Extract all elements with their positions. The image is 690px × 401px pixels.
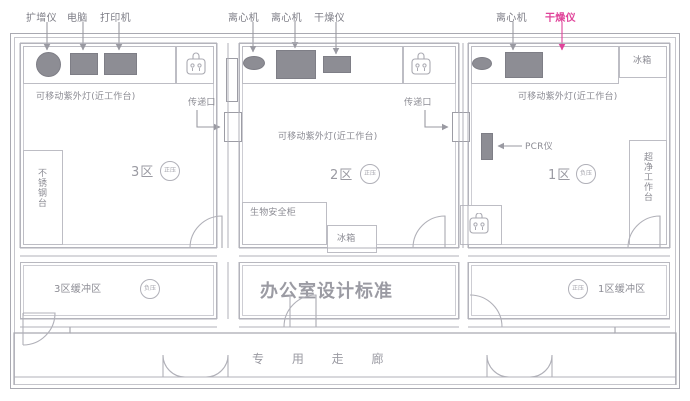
callout-label-printer: 打印机 xyxy=(100,13,131,24)
pressure-badge-zone3: 正压 xyxy=(160,161,180,181)
sink-icon xyxy=(186,52,206,75)
label-clean-bench: 超净工作台 xyxy=(642,152,652,202)
label-bio-safety-cabinet: 生物安全柜 xyxy=(250,208,297,218)
bench-bio-safety-cabinet xyxy=(242,202,327,245)
building-outer-wall-inner xyxy=(14,37,676,385)
pass-through-window-left xyxy=(224,112,242,142)
callout-label-amplifier: 扩增仪 xyxy=(26,13,57,24)
equipment-dryer-1 xyxy=(323,56,351,73)
label-fridge-zone1: 冰箱 xyxy=(633,56,652,66)
equipment-computer xyxy=(70,53,98,75)
room-buffer-zone2-inner xyxy=(242,265,456,316)
sink-icon xyxy=(411,52,431,75)
sink-alcove-zone3 xyxy=(176,46,214,84)
equipment-dryer-2 xyxy=(505,52,543,78)
pressure-badge-zone2: 正压 xyxy=(360,164,380,184)
zone-label-buffer-1: 1区缓冲区 xyxy=(598,284,646,295)
callout-label-centrifuge-1: 离心机 xyxy=(228,13,259,24)
zone-label-buffer-3: 3区缓冲区 xyxy=(54,284,102,295)
equipment-centrifuge-2 xyxy=(276,50,316,79)
callout-label-centrifuge-2: 离心机 xyxy=(271,13,302,24)
callout-label-dryer-1: 干燥仪 xyxy=(314,13,345,24)
equipment-centrifuge-3 xyxy=(472,57,492,70)
bench-zone2-top xyxy=(242,46,403,84)
zone-label-1: 1区 xyxy=(548,168,572,183)
label-uv-lamp-zone3: 可移动紫外灯(近工作台) xyxy=(36,92,136,102)
partition-strip-left xyxy=(226,58,238,102)
zone-label-2: 2区 xyxy=(330,168,354,183)
callout-label-dryer-2: 干燥仪 xyxy=(545,13,576,24)
label-corridor: 专 用 走 廊 xyxy=(252,352,396,366)
pass-through-window-right xyxy=(452,112,470,142)
label-uv-lamp-zone1: 可移动紫外灯(近工作台) xyxy=(518,92,618,102)
building-outer-wall xyxy=(10,33,680,389)
pressure-badge-zone1: 负压 xyxy=(576,164,596,184)
pressure-badge-buffer-1: 正压 xyxy=(568,279,588,299)
bench-fridge-zone1 xyxy=(619,46,667,78)
equipment-printer xyxy=(104,53,137,75)
label-pass-through-left: 传递口 xyxy=(188,98,216,108)
bench-zone1-top xyxy=(471,46,619,84)
label-pcr-instrument: PCR仪 xyxy=(525,142,553,152)
equipment-pcr xyxy=(481,133,493,160)
zone-label-3: 3区 xyxy=(131,165,155,180)
room-buffer-zone1-inner xyxy=(471,265,667,316)
label-pass-through-right: 传递口 xyxy=(404,98,432,108)
watermark-text: 办公室设计标准 xyxy=(260,281,393,302)
equipment-amplifier xyxy=(36,52,61,77)
callout-label-centrifuge-3: 离心机 xyxy=(496,13,527,24)
sink-icon xyxy=(469,213,489,234)
room-buffer-zone3-inner xyxy=(23,265,214,316)
label-stainless-bench: 不锈钢台 xyxy=(36,168,46,208)
pressure-badge-buffer-3: 负压 xyxy=(140,279,160,299)
bench-stainless-steel xyxy=(23,150,63,245)
label-fridge-zone2: 冰箱 xyxy=(337,234,356,244)
callout-label-computer: 电脑 xyxy=(67,13,88,24)
equipment-centrifuge-1 xyxy=(243,56,265,70)
label-uv-lamp-zone2: 可移动紫外灯(近工作台) xyxy=(278,132,378,142)
